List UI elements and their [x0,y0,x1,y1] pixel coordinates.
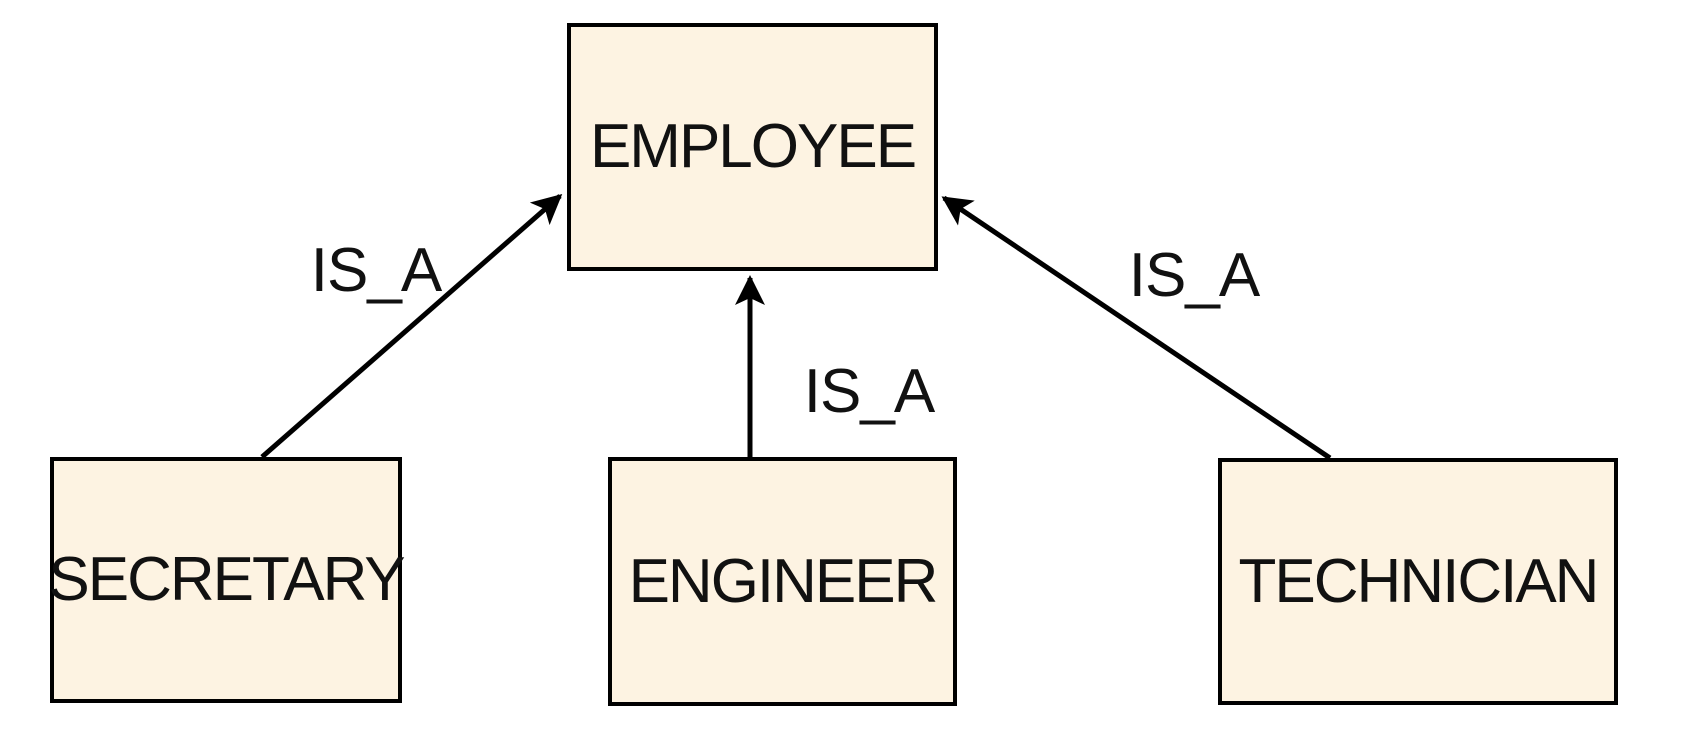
edge-label-technician-is-a: IS_A [1128,241,1260,310]
entity-label-employee: EMPLOYEE [589,112,917,181]
entity-node-technician: TECHNICIAN [1218,458,1618,705]
entity-node-employee: EMPLOYEE [567,23,938,271]
entity-node-engineer: ENGINEER [608,457,957,706]
edge-label-secretary-is-a: IS_A [310,236,442,305]
entity-label-engineer: ENGINEER [628,546,939,616]
arrow-technician-to-employee-icon [941,195,1332,461]
entity-label-technician: TECHNICIAN [1238,546,1600,616]
edge-label-engineer-is-a: IS_A [803,357,935,426]
entity-label-secretary: SECRETARY [48,545,405,614]
entity-node-secretary: SECRETARY [48,457,406,703]
